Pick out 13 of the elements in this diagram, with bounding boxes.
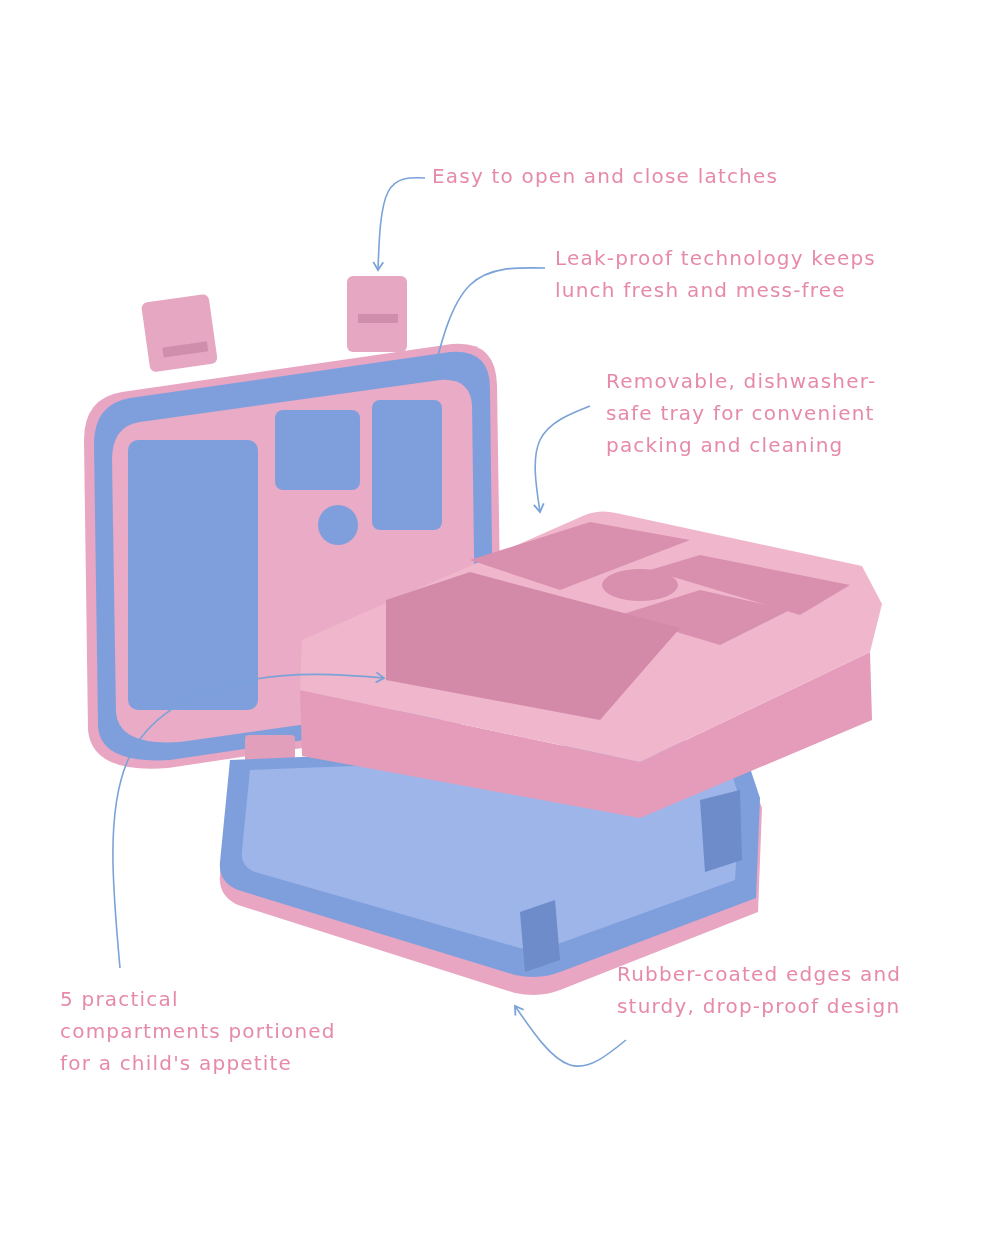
leader-arrow <box>514 1005 627 1067</box>
callout-text: Leak-proof technology keeps lunch fresh and mess-free <box>555 245 877 304</box>
callout-text: 5 practical compartments portioned for a child's appetite <box>60 986 337 1077</box>
leader-arrow <box>372 176 426 271</box>
callout-text: Removable, dishwasher-safe tray for convenient packing and cleaning <box>606 368 878 459</box>
callout-text: Rubber-coated edges and sturdy, drop-proof design <box>617 961 903 1020</box>
tray-drawing <box>300 511 882 818</box>
leader-arrow <box>112 671 385 969</box>
latch-drawing <box>347 276 407 352</box>
leader-arrow <box>532 405 591 513</box>
leader-arrow <box>428 266 546 379</box>
compartment-drawing <box>386 572 680 720</box>
callout-text: Easy to open and close latches <box>432 163 780 190</box>
